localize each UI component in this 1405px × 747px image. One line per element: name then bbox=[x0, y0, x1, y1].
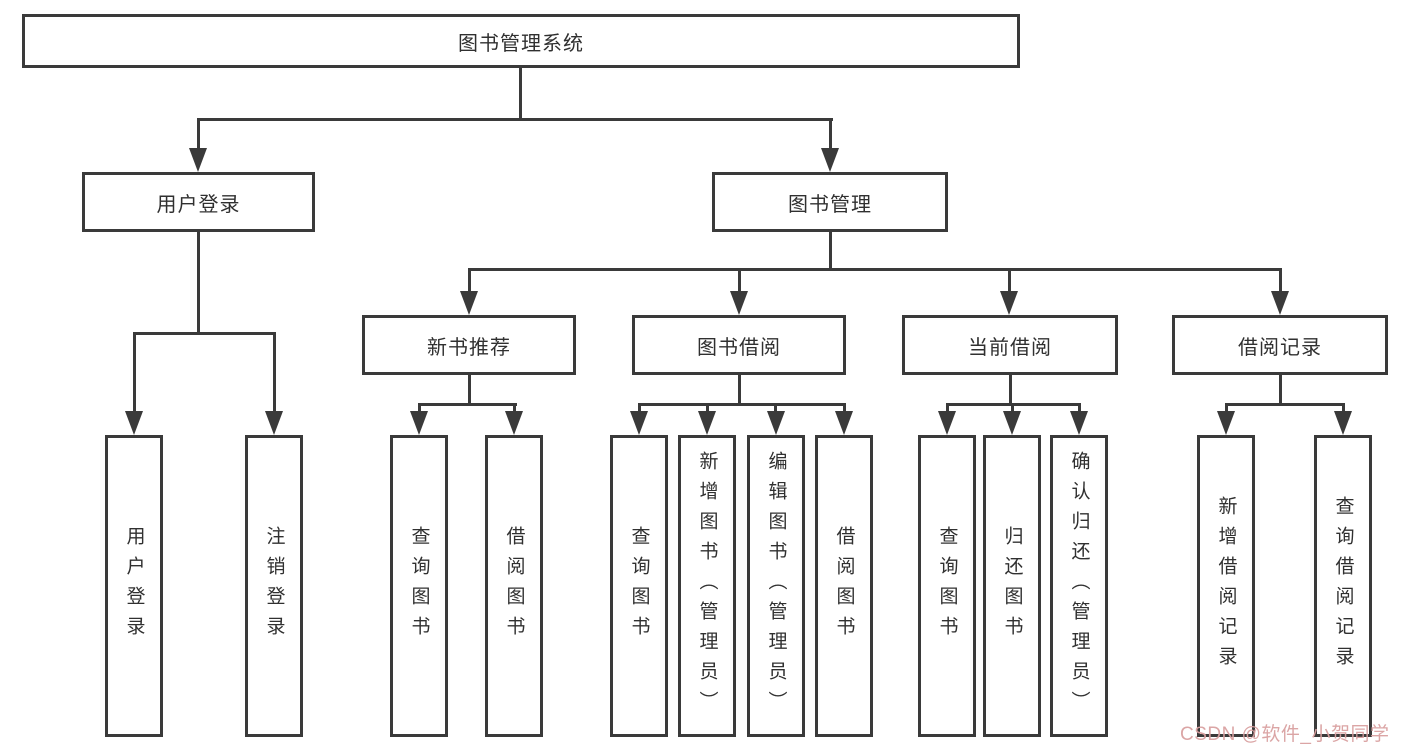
arrow-down-icon bbox=[1271, 291, 1289, 315]
node-book-management: 图书管理 bbox=[712, 172, 948, 232]
leaf-user-login-label: 用户登录 bbox=[123, 526, 145, 646]
arrow-down-icon bbox=[767, 411, 785, 435]
leaf-add-borrow-record-label: 新增借阅记录 bbox=[1215, 496, 1237, 676]
node-current-borrowing: 当前借阅 bbox=[902, 315, 1118, 375]
arrow-down-icon bbox=[1334, 411, 1352, 435]
connector-line bbox=[1008, 268, 1011, 294]
connector-line bbox=[1225, 403, 1228, 415]
connector-line bbox=[829, 118, 832, 152]
connector-line bbox=[197, 232, 200, 335]
leaf-query-books-recommend: 查询图书 bbox=[390, 435, 448, 737]
leaf-borrow-books-recommend-label: 借阅图书 bbox=[503, 526, 525, 646]
connector-line bbox=[513, 403, 516, 415]
leaf-edit-books-admin-label: 编辑图书（管理员） bbox=[765, 451, 787, 721]
csdn-watermark: CSDN @软件_小贺同学 bbox=[1180, 724, 1390, 745]
connector-line bbox=[468, 375, 471, 406]
arrow-down-icon bbox=[698, 411, 716, 435]
leaf-query-books-borrowing: 查询图书 bbox=[610, 435, 668, 737]
leaf-add-books-admin: 新增图书（管理员） bbox=[678, 435, 736, 737]
connector-line bbox=[468, 268, 471, 294]
connector-line bbox=[197, 118, 833, 121]
leaf-borrow-books-borrowing: 借阅图书 bbox=[815, 435, 873, 737]
arrow-down-icon bbox=[730, 291, 748, 315]
leaf-query-books-borrowing-label: 查询图书 bbox=[628, 526, 650, 646]
node-borrowing-records-label: 借阅记录 bbox=[1238, 336, 1322, 359]
leaf-query-books-current-label: 查询图书 bbox=[936, 526, 958, 646]
connector-line bbox=[738, 268, 741, 294]
connector-line bbox=[829, 232, 832, 271]
leaf-user-login: 用户登录 bbox=[105, 435, 163, 737]
leaf-return-books: 归还图书 bbox=[983, 435, 1041, 737]
leaf-logout: 注销登录 bbox=[245, 435, 303, 737]
leaf-add-books-admin-label: 新增图书（管理员） bbox=[696, 451, 718, 721]
arrow-down-icon bbox=[125, 411, 143, 435]
arrow-down-icon bbox=[835, 411, 853, 435]
node-new-book-recommend: 新书推荐 bbox=[362, 315, 576, 375]
connector-line bbox=[1279, 268, 1282, 294]
leaf-confirm-return-admin-label: 确认归还（管理员） bbox=[1068, 451, 1090, 721]
arrow-down-icon bbox=[938, 411, 956, 435]
connector-line bbox=[638, 403, 846, 406]
connector-line bbox=[706, 403, 709, 415]
arrow-down-icon bbox=[1000, 291, 1018, 315]
node-new-book-recommend-label: 新书推荐 bbox=[427, 336, 511, 359]
leaf-return-books-label: 归还图书 bbox=[1001, 526, 1023, 646]
node-library-management-system-label: 图书管理系统 bbox=[458, 32, 584, 55]
arrow-down-icon bbox=[1070, 411, 1088, 435]
connector-line bbox=[1009, 375, 1012, 406]
connector-line bbox=[273, 332, 276, 413]
arrow-down-icon bbox=[630, 411, 648, 435]
connector-line bbox=[638, 403, 641, 415]
leaf-query-borrow-record-label: 查询借阅记录 bbox=[1332, 496, 1354, 676]
connector-line bbox=[1279, 375, 1282, 406]
connector-line bbox=[519, 68, 522, 121]
node-book-borrowing-label: 图书借阅 bbox=[697, 336, 781, 359]
connector-line bbox=[133, 332, 136, 413]
connector-line bbox=[1011, 403, 1014, 415]
leaf-query-borrow-record: 查询借阅记录 bbox=[1314, 435, 1372, 737]
connector-line bbox=[1078, 403, 1081, 415]
connector-line bbox=[1225, 403, 1345, 406]
arrow-down-icon bbox=[189, 148, 207, 172]
arrow-down-icon bbox=[821, 148, 839, 172]
leaf-query-books-current: 查询图书 bbox=[918, 435, 976, 737]
node-user-login: 用户登录 bbox=[82, 172, 315, 232]
leaf-logout-label: 注销登录 bbox=[263, 526, 285, 646]
arrow-down-icon bbox=[410, 411, 428, 435]
arrow-down-icon bbox=[505, 411, 523, 435]
leaf-query-books-recommend-label: 查询图书 bbox=[408, 526, 430, 646]
node-book-borrowing: 图书借阅 bbox=[632, 315, 846, 375]
connector-line bbox=[843, 403, 846, 415]
connector-line bbox=[133, 332, 276, 335]
connector-line bbox=[197, 118, 200, 152]
node-library-management-system: 图书管理系统 bbox=[22, 14, 1020, 68]
connector-line bbox=[738, 375, 741, 406]
arrow-down-icon bbox=[460, 291, 478, 315]
arrow-down-icon bbox=[1217, 411, 1235, 435]
node-current-borrowing-label: 当前借阅 bbox=[968, 336, 1052, 359]
connector-line bbox=[468, 268, 1282, 271]
node-borrowing-records: 借阅记录 bbox=[1172, 315, 1388, 375]
connector-line bbox=[774, 403, 777, 415]
connector-line bbox=[418, 403, 517, 406]
leaf-edit-books-admin: 编辑图书（管理员） bbox=[747, 435, 805, 737]
leaf-confirm-return-admin: 确认归还（管理员） bbox=[1050, 435, 1108, 737]
leaf-borrow-books-recommend: 借阅图书 bbox=[485, 435, 543, 737]
node-book-management-label: 图书管理 bbox=[788, 193, 872, 216]
leaf-add-borrow-record: 新增借阅记录 bbox=[1197, 435, 1255, 737]
connector-line bbox=[418, 403, 421, 415]
node-user-login-label: 用户登录 bbox=[156, 193, 241, 216]
leaf-borrow-books-borrowing-label: 借阅图书 bbox=[833, 526, 855, 646]
arrow-down-icon bbox=[265, 411, 283, 435]
connector-line bbox=[1342, 403, 1345, 415]
connector-line bbox=[946, 403, 949, 415]
arrow-down-icon bbox=[1003, 411, 1021, 435]
